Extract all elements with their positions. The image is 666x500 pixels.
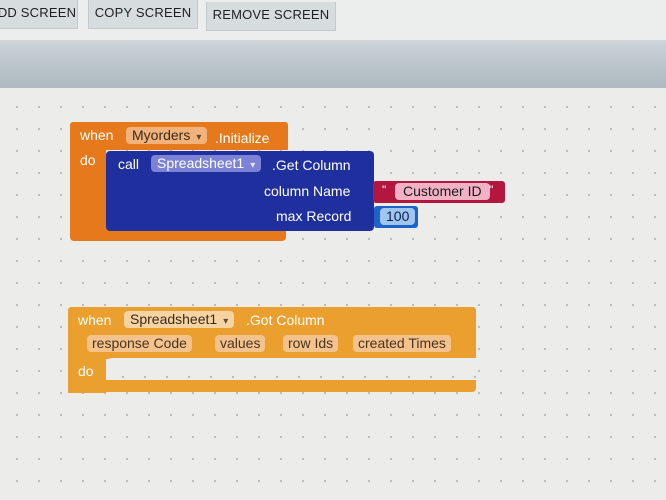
- call-spreadsheet-component-dropdown[interactable]: Spreadsheet1: [151, 155, 262, 172]
- add-screen-button[interactable]: DD SCREEN: [0, 0, 78, 29]
- initialize-event-block-footer[interactable]: [70, 228, 286, 241]
- got-column-do-keyword: do: [78, 363, 94, 379]
- got-column-spreadsheet-dropdown[interactable]: Spreadsheet1: [124, 311, 235, 328]
- initialize-event-block-body[interactable]: [70, 148, 106, 240]
- initialize-when-keyword: when: [80, 127, 114, 143]
- param-created-times[interactable]: created Times: [353, 335, 451, 352]
- open-quote: ": [382, 183, 387, 197]
- max-record-number-field[interactable]: 100: [380, 208, 416, 225]
- screen-toolbar: DD SCREEN COPY SCREEN REMOVE SCREEN: [0, 0, 666, 40]
- initialize-event-label: .Initialize: [215, 130, 270, 146]
- remove-screen-button[interactable]: REMOVE SCREEN: [206, 2, 336, 31]
- column-name-label: column Name: [264, 183, 351, 199]
- initialize-do-keyword: do: [80, 152, 96, 168]
- param-row-ids[interactable]: row Ids: [283, 335, 339, 352]
- got-column-event-label: .Got Column: [246, 312, 325, 328]
- call-keyword: call: [118, 156, 140, 172]
- copy-screen-button[interactable]: COPY SCREEN: [88, 0, 198, 29]
- got-column-do-slot[interactable]: [106, 358, 476, 380]
- param-response-code[interactable]: response Code: [87, 335, 192, 352]
- toolbar-separator: [0, 40, 666, 88]
- get-column-method-label: .Get Column: [272, 157, 351, 173]
- max-record-label: max Record: [276, 208, 352, 224]
- close-quote: ": [489, 183, 494, 197]
- got-column-event-block-footer[interactable]: [68, 380, 476, 392]
- param-values[interactable]: values: [215, 335, 266, 352]
- customer-id-text-field[interactable]: Customer ID: [395, 183, 490, 200]
- got-column-when-keyword: when: [78, 312, 112, 328]
- myorders-component-dropdown[interactable]: Myorders: [126, 127, 208, 144]
